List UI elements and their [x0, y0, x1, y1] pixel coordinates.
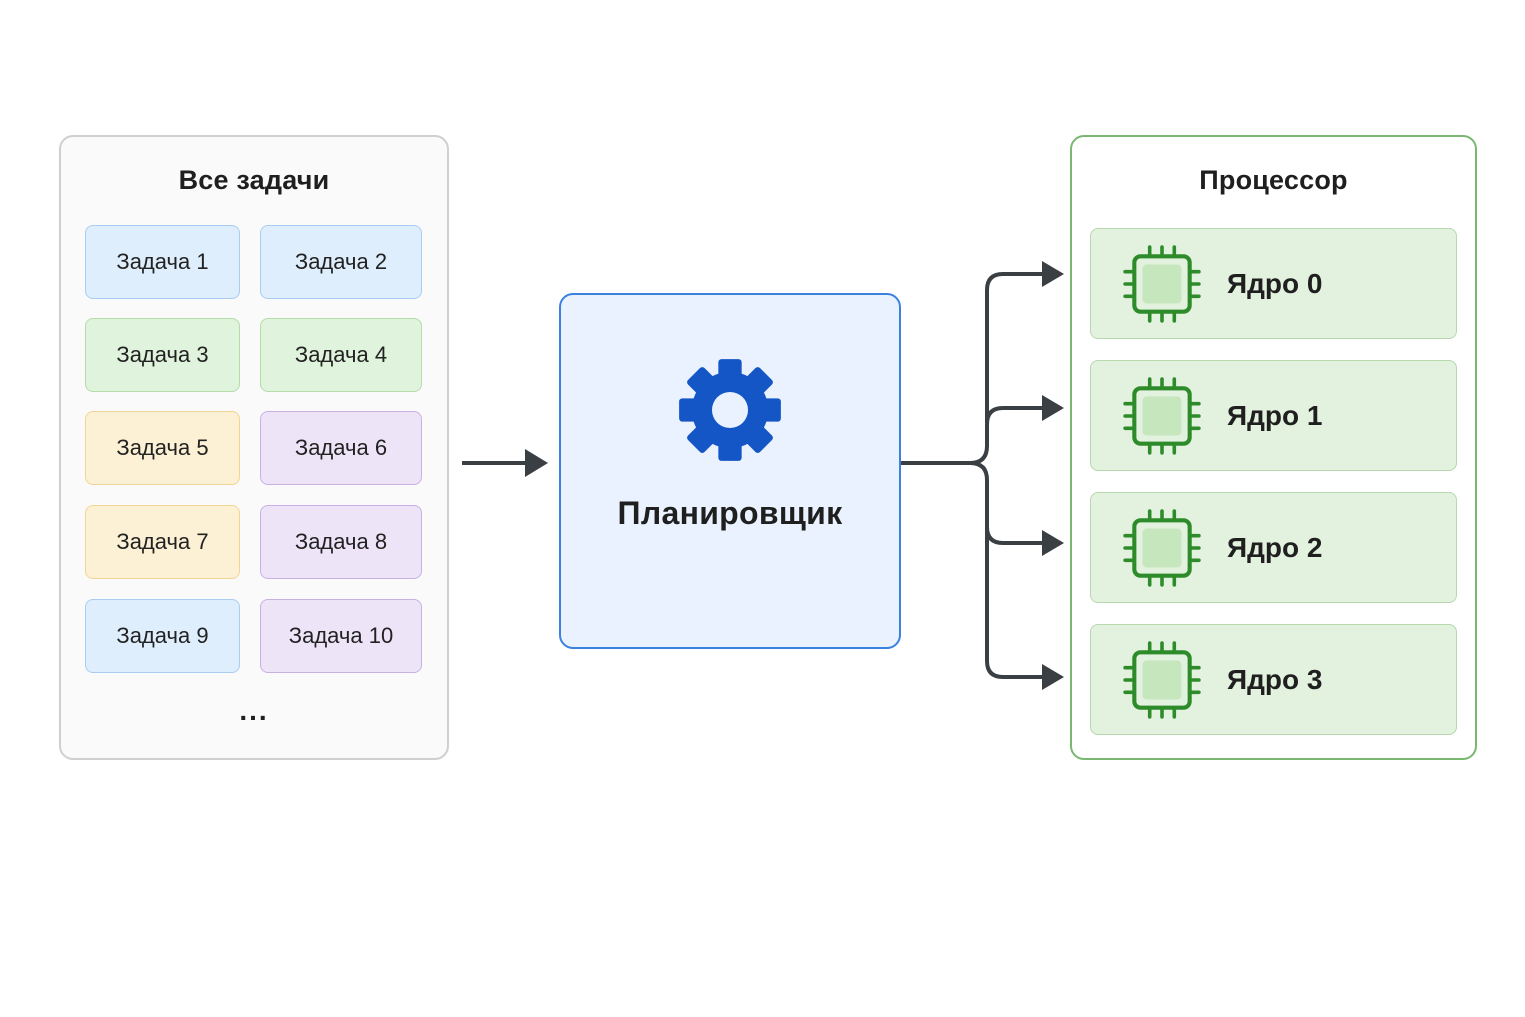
task-8: Задача 8 — [260, 505, 422, 579]
core-1-label: Ядро 1 — [1227, 399, 1323, 431]
chip-icon — [1123, 509, 1201, 587]
all-tasks-title: Все задачи — [178, 165, 330, 195]
task-9: Задача 9 — [85, 599, 240, 673]
task-3: Задача 3 — [85, 318, 240, 392]
task-2: Задача 2 — [260, 225, 422, 299]
task-4: Задача 4 — [260, 318, 422, 392]
core-0: Ядро 0 — [1090, 228, 1457, 339]
arrowhead — [1042, 530, 1064, 556]
processor-panel: Процессор Ядро 0 Ядро 1 — [1070, 135, 1477, 760]
all-tasks-panel: Все задачи Задача 1 Задача 2 Задача 3 За… — [59, 135, 449, 760]
arrowhead — [1042, 395, 1064, 421]
chip-icon — [1123, 641, 1201, 719]
scheduler-box: Планировщик — [559, 293, 901, 649]
arrowhead — [1042, 664, 1064, 690]
core-2-label: Ядро 2 — [1227, 531, 1323, 563]
more-tasks-ellipsis: ... — [239, 695, 269, 726]
task-7: Задача 7 — [85, 505, 240, 579]
core-3: Ядро 3 — [1090, 624, 1457, 735]
core-0-label: Ядро 0 — [1227, 267, 1323, 299]
core-1: Ядро 1 — [1090, 360, 1457, 471]
chip-icon — [1123, 377, 1201, 455]
processor-title: Процессор — [1199, 165, 1348, 195]
task-5: Задача 5 — [85, 411, 240, 485]
core-2: Ядро 2 — [1090, 492, 1457, 603]
gear-icon — [679, 359, 781, 461]
task-6: Задача 6 — [260, 411, 422, 485]
arrowhead — [1042, 261, 1064, 287]
task-1: Задача 1 — [85, 225, 240, 299]
scheduler-label: Планировщик — [617, 495, 843, 531]
arrowhead — [525, 449, 548, 477]
chip-icon — [1123, 245, 1201, 323]
task-10: Задача 10 — [260, 599, 422, 673]
core-3-label: Ядро 3 — [1227, 663, 1323, 695]
